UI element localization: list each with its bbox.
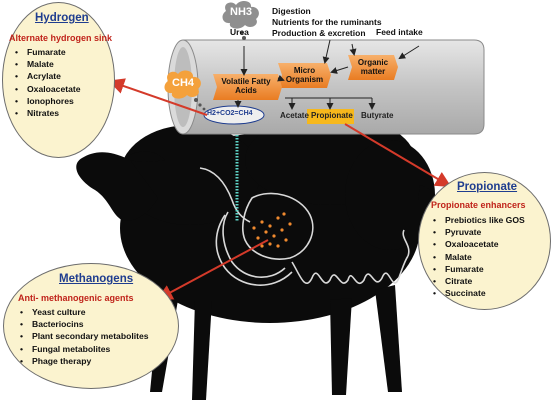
- list-item: Acrylate: [15, 70, 81, 82]
- organic-matter-label: Organic matter: [357, 58, 389, 76]
- nh3-cloud-icon: [222, 1, 259, 29]
- acetate-label: Acetate: [280, 111, 309, 120]
- list-item: Fumarate: [433, 263, 525, 275]
- list-item: Prebiotics like GOS: [433, 214, 525, 226]
- hydrogen-title: Hydrogen: [35, 12, 89, 24]
- methanogens-list: Yeast culture Bacteriocins Plant seconda…: [20, 306, 149, 367]
- list-item: Plant secondary metabolites: [20, 330, 149, 342]
- list-item: Pyruvate: [433, 226, 525, 238]
- list-item: Malate: [433, 251, 525, 263]
- hydrogen-list: Fumarate Malate Acrylate Oxaloacetate Io…: [15, 46, 81, 119]
- nh3-label: NH3: [230, 6, 253, 18]
- list-item: Ionophores: [15, 95, 81, 107]
- microbe-particles: [252, 212, 292, 248]
- urea-label: Urea: [230, 27, 249, 37]
- gas-puffs: [194, 31, 246, 111]
- list-item: Malate: [15, 58, 81, 70]
- feed-intake-label: Feed intake: [376, 27, 423, 37]
- methanogens-subtitle: Anti- methanogenic agents: [18, 293, 134, 303]
- propionate-subtitle: Propionate enhancers: [431, 200, 526, 210]
- list-item: Citrate: [433, 275, 525, 287]
- propionate-list: Prebiotics like GOS Pyruvate Oxaloacetat…: [433, 214, 525, 299]
- ch4-cloud-icon: [164, 70, 201, 99]
- list-item: Yeast culture: [20, 306, 149, 318]
- vfa-node: [213, 74, 282, 100]
- micro-organism-node: [278, 63, 331, 88]
- nutrients-label: Nutrients for the ruminants: [272, 17, 382, 27]
- list-item: Bacteriocins: [20, 318, 149, 330]
- list-item: Succinate: [433, 287, 525, 299]
- methanogens-box: Methanogens Anti- methanogenic agents Ye…: [3, 263, 179, 389]
- digestion-label: Digestion: [272, 6, 311, 16]
- list-item: Oxaloacetate: [15, 83, 81, 95]
- list-item: Nitrates: [15, 107, 81, 119]
- list-item: Fumarate: [15, 46, 81, 58]
- ch4-label: CH4: [172, 77, 195, 89]
- list-item: Phage therapy: [20, 355, 149, 367]
- methanogens-title: Methanogens: [59, 273, 134, 285]
- propionate-box: Propionate Propionate enhancers Prebioti…: [418, 172, 551, 310]
- digestive-tract: [199, 167, 410, 286]
- methane-equation: H2+CO2=CH4: [207, 110, 253, 117]
- vfa-label: Volatile Fatty Acids: [221, 77, 271, 95]
- sheep-silhouette: [76, 115, 444, 400]
- hydrogen-subtitle: Alternate hydrogen sink: [9, 33, 113, 43]
- propionate-label: Propionate: [311, 111, 353, 120]
- micro-organism-label: Micro Organism: [285, 66, 324, 84]
- production-label: Production & excretion: [272, 28, 366, 38]
- list-item: Oxaloacetate: [433, 238, 525, 250]
- propionate-title: Propionate: [457, 181, 518, 193]
- hydrogen-box: Hydrogen Alternate hydrogen sink Fumarat…: [2, 2, 115, 158]
- flow-arrows: [234, 39, 420, 110]
- butyrate-label: Butyrate: [361, 111, 394, 120]
- organic-matter-node: [348, 55, 398, 80]
- red-connector-arrows: [108, 78, 452, 300]
- list-item: Fungal metabolites: [20, 343, 149, 355]
- propionate-highlight: [307, 109, 354, 124]
